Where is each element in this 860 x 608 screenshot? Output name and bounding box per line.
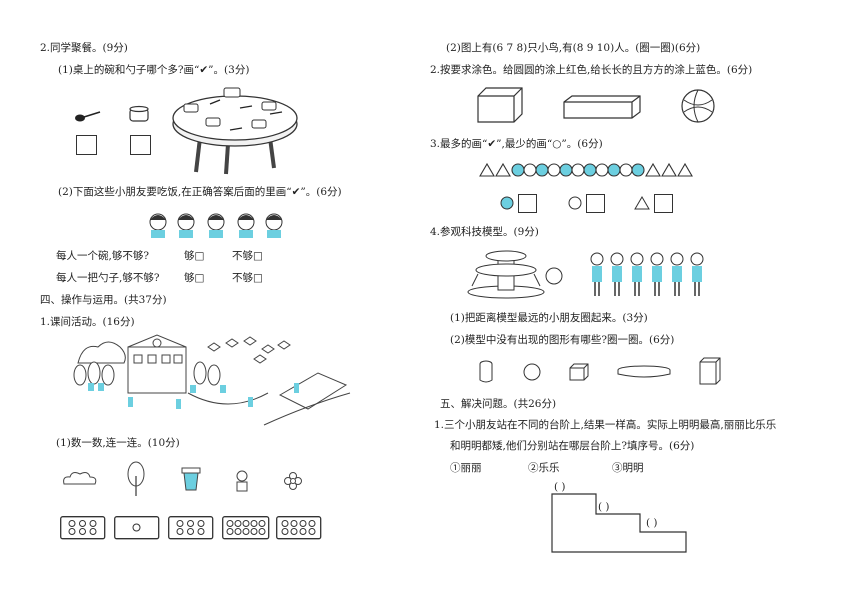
dot-card-8[interactable] <box>276 516 322 540</box>
q2-2-text: (2)下面这些小朋友要吃饭,在正确答案后面的里画“✔”。(6分) <box>58 186 342 198</box>
stairs-problem-line2: 和明明都矮,他们分别站在哪层台阶上?填序号。(6分) <box>450 440 695 452</box>
dot-card-6b[interactable] <box>168 516 214 540</box>
circle-white-answer-box[interactable] <box>586 194 605 213</box>
stairs-diagram <box>551 493 687 553</box>
most-least-question: 3.最多的画“✔”,最少的画“○”。(6分) <box>430 138 603 150</box>
triangle-icon <box>634 196 650 210</box>
top-step-blank[interactable]: ( ) <box>554 481 566 493</box>
q1-title: 1.课间活动。(16分) <box>40 316 135 328</box>
spoon-enough-option[interactable]: 够□ <box>184 272 205 284</box>
small-cube-shape[interactable] <box>568 362 590 382</box>
cloud-icon <box>63 472 97 485</box>
bowl-not-enough-option[interactable]: 不够□ <box>232 250 263 262</box>
q2-title: 2.同学聚餐。(9分) <box>40 42 128 54</box>
children-illustration <box>149 213 283 238</box>
circle-cyan-icon <box>500 196 514 210</box>
tall-cuboid-shape[interactable] <box>698 356 722 386</box>
option-lele: ②乐乐 <box>528 462 560 474</box>
potted-plant-icon <box>236 470 248 492</box>
triangle-answer-box[interactable] <box>654 194 673 213</box>
playground-scene <box>73 334 351 426</box>
section-4-title: 四、操作与运用。(共37分) <box>40 294 167 306</box>
tech-model-question: 4.参观科技模型。(9分) <box>430 226 539 238</box>
option-lili: ①丽丽 <box>450 462 482 474</box>
round-table-illustration <box>172 87 298 175</box>
bowl-question: 每人一个碗,够不够? <box>56 250 149 262</box>
children-line-illustration <box>590 252 704 296</box>
q1-1-text: (1)数一数,连一连。(10分) <box>56 437 180 449</box>
bottom-step-blank[interactable]: ( ) <box>646 517 658 529</box>
bowl-enough-option[interactable]: 够□ <box>184 250 205 262</box>
circle-white-icon <box>568 196 582 210</box>
q4-2-text: (2)模型中没有出现的图形有哪些?圈一圈。(6分) <box>450 334 675 346</box>
sphere-shape[interactable] <box>522 362 542 382</box>
tech-model-illustration <box>467 250 563 299</box>
circle-cyan-answer-box[interactable] <box>518 194 537 213</box>
cuboid-shape[interactable] <box>562 94 642 120</box>
birds-question: (2)图上有(6 7 8)只小鸟,有(8 9 10)人。(圈一圈)(6分) <box>446 42 701 54</box>
section-5-title: 五、解决问题。(共26分) <box>440 398 557 410</box>
dot-card-6[interactable] <box>60 516 106 540</box>
spoon-question: 每人一把勺子,够不够? <box>56 272 160 284</box>
shape-sequence <box>479 162 693 177</box>
tree-icon <box>127 461 145 496</box>
cube-shape[interactable] <box>476 86 524 124</box>
bowl-answer-box[interactable] <box>130 135 151 155</box>
cylinder-shape[interactable] <box>478 360 494 384</box>
coloring-question: 2.按要求涂色。给圆圆的涂上红色,给长长的且方方的涂上蓝色。(6分) <box>430 64 753 76</box>
spoon-answer-box[interactable] <box>76 135 97 155</box>
flower-icon <box>284 472 302 490</box>
ball-shape[interactable] <box>680 88 716 124</box>
q2-1-text: (1)桌上的碗和勺子哪个多?画“✔”。(3分) <box>58 64 250 76</box>
dot-card-1[interactable] <box>114 516 160 540</box>
middle-step-blank[interactable]: ( ) <box>598 501 610 513</box>
trash-bin-icon <box>181 467 201 491</box>
dot-card-10[interactable] <box>222 516 270 540</box>
q4-1-text: (1)把距离模型最远的小朋友圈起来。(3分) <box>450 312 648 324</box>
spoon-icon <box>75 111 101 122</box>
spoon-not-enough-option[interactable]: 不够□ <box>232 272 263 284</box>
bowl-icon <box>129 105 149 122</box>
option-mingming: ③明明 <box>612 462 644 474</box>
stairs-problem-line1: 1.三个小朋友站在不同的台阶上,结果一样高。实际上明明最高,丽丽比乐乐 <box>434 419 777 431</box>
flat-cylinder-shape[interactable] <box>616 364 672 380</box>
